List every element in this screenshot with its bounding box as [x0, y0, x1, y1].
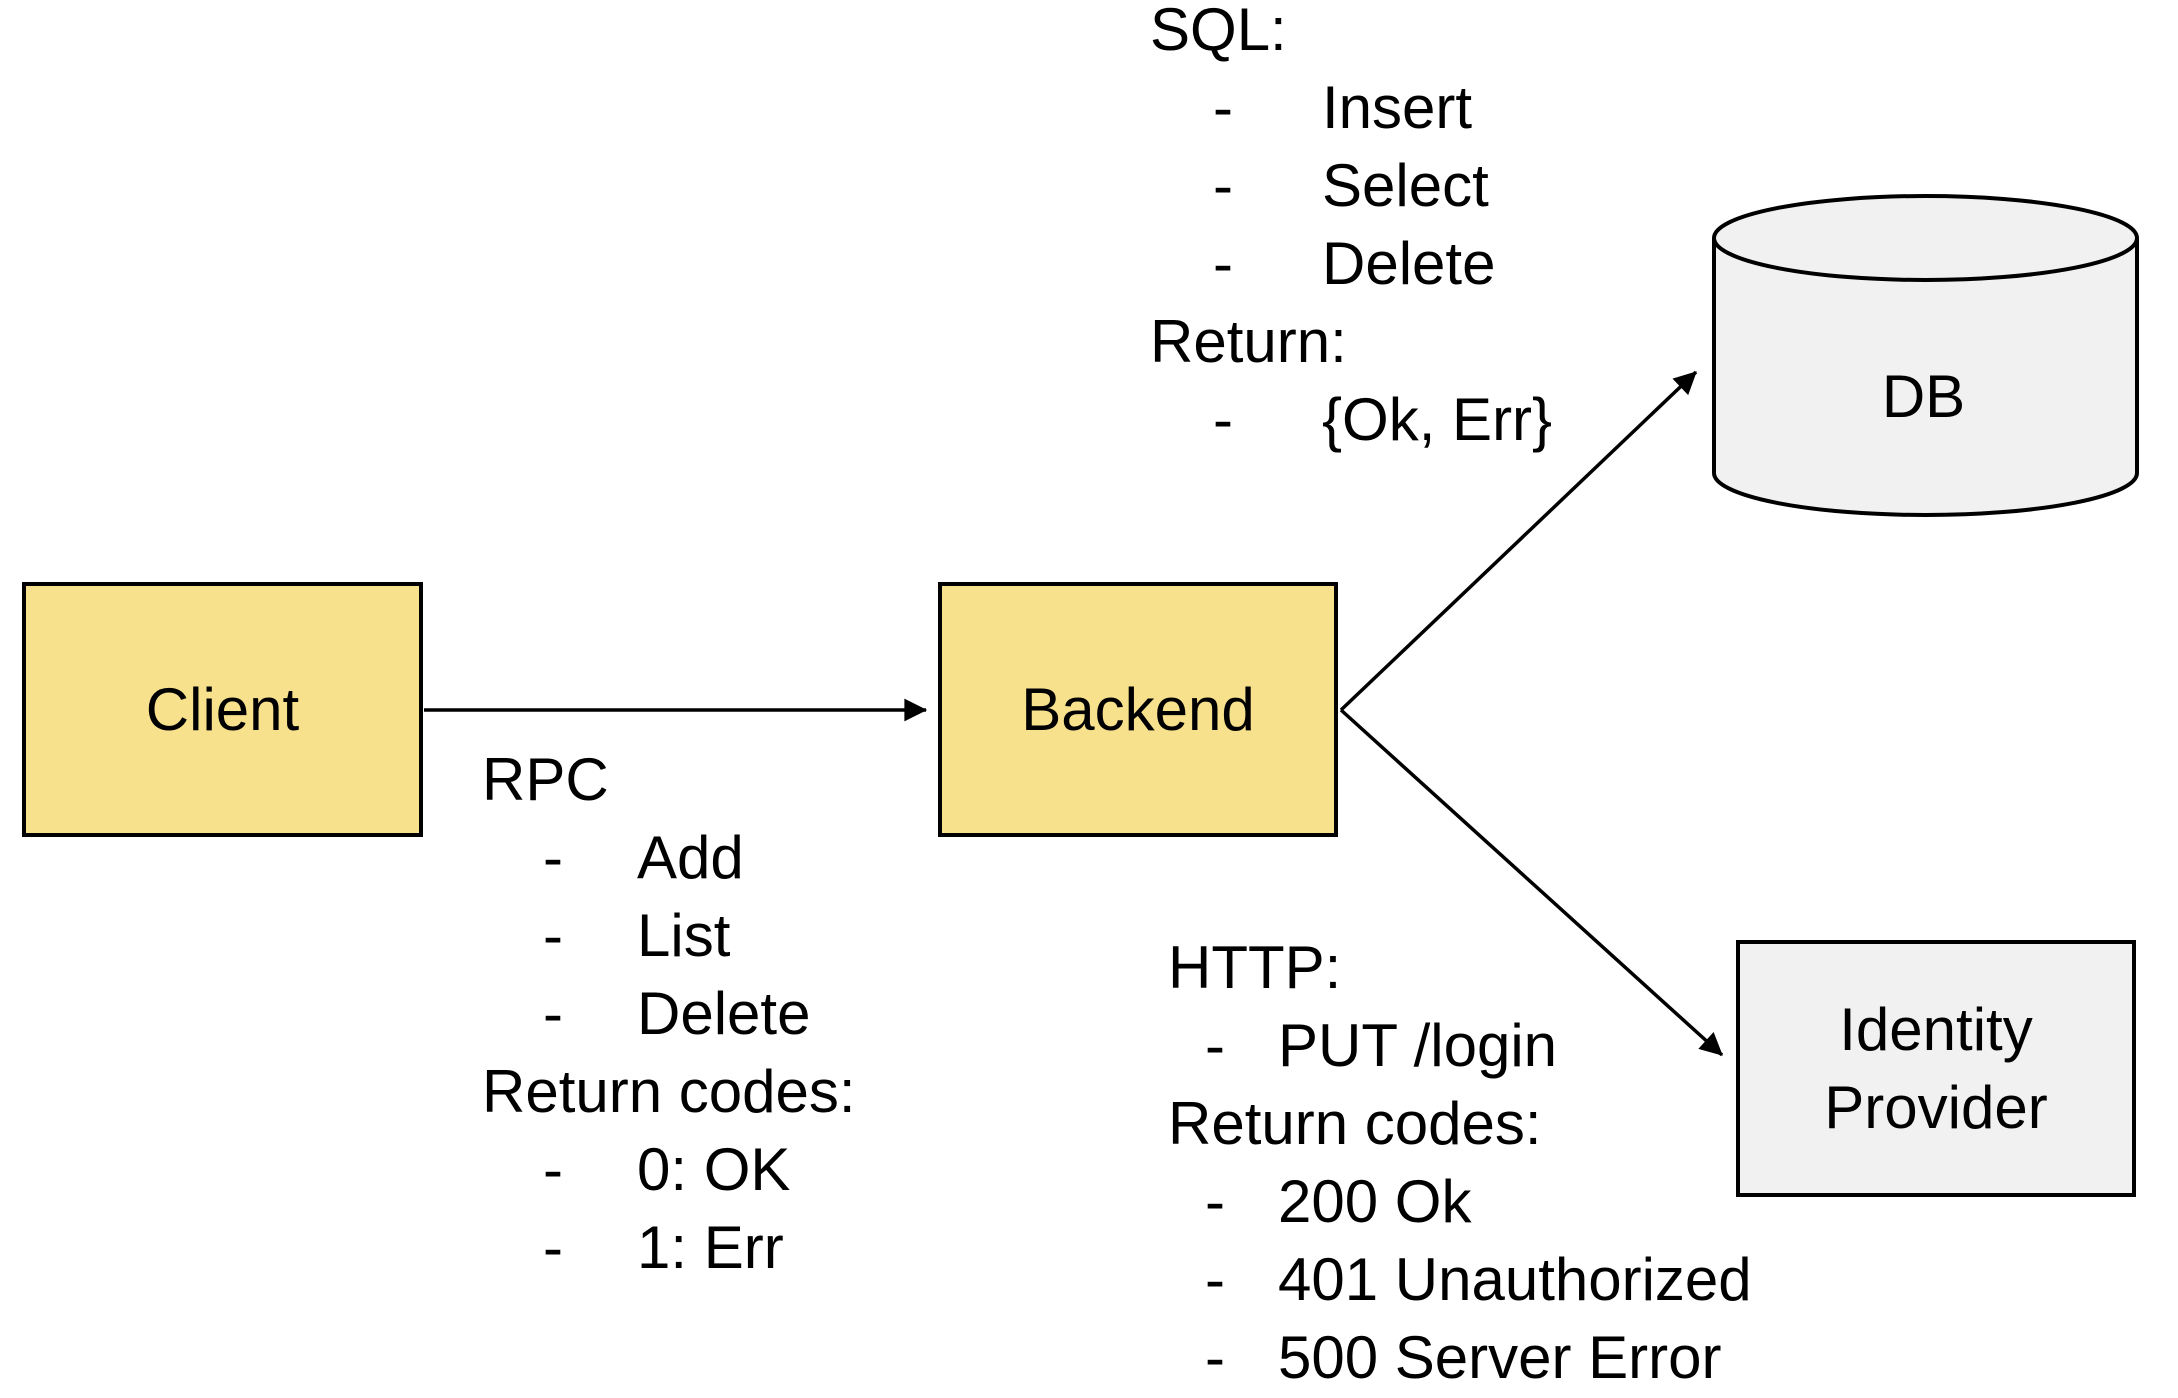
http-annotation-block: HTTP: -PUT /login Return codes: -200 Ok …	[1168, 929, 1752, 1397]
identity-provider-label-line1: Identity	[1839, 995, 2033, 1063]
http-return-401: -401 Unauthorized	[1205, 1246, 1752, 1313]
node-backend: Backend	[938, 582, 1338, 837]
rpc-annotation-block: RPC -Add -List -Delete Return codes: -0:…	[482, 741, 856, 1287]
node-identity-provider: Identity Provider	[1736, 940, 2136, 1197]
backend-label: Backend	[1021, 675, 1255, 743]
sql-return-item: -{Ok, Err}	[1213, 386, 1553, 453]
sql-annotation-block: SQL: -Insert -Select -Delete Return: -{O…	[1150, 0, 1552, 459]
sql-item-delete: -Delete	[1213, 230, 1496, 297]
http-item-put-login: -PUT /login	[1205, 1012, 1558, 1079]
rpc-return-title: Return codes:	[482, 1058, 856, 1125]
sql-item-insert: -Insert	[1213, 74, 1473, 141]
sql-title: SQL:	[1150, 0, 1287, 63]
http-title: HTTP:	[1168, 934, 1342, 1001]
rpc-item-add: -Add	[543, 824, 744, 891]
rpc-title: RPC	[482, 746, 609, 813]
client-label: Client	[145, 675, 300, 743]
db-label: DB	[1881, 362, 1966, 430]
http-return-200: -200 Ok	[1205, 1168, 1472, 1235]
rpc-item-delete: -Delete	[543, 980, 811, 1047]
db-cylinder	[1712, 194, 2139, 517]
identity-provider-label-line2: Provider	[1824, 1073, 2048, 1141]
http-return-500: -500 Server Error	[1205, 1324, 1722, 1391]
node-db: DB	[1710, 194, 2139, 517]
sql-return-title: Return:	[1150, 308, 1347, 375]
rpc-return-ok: -0: OK	[543, 1136, 791, 1203]
rpc-item-list: -List	[543, 902, 731, 969]
rpc-return-err: -1: Err	[543, 1214, 784, 1281]
sql-item-select: -Select	[1213, 152, 1489, 219]
http-return-title: Return codes:	[1168, 1090, 1542, 1157]
node-client: Client	[22, 582, 423, 837]
